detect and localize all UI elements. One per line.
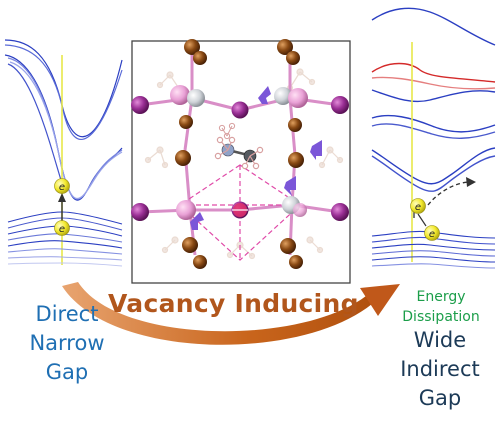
- left-electron-bottom: e: [54, 220, 70, 236]
- vacancy-inducing-arrow: [62, 282, 400, 345]
- right-electron-lower: e: [424, 225, 440, 241]
- left-caption: Direct Narrow Gap: [8, 300, 126, 387]
- energy-caption-line1: Energy: [416, 289, 466, 305]
- dissipation-arrow: [427, 181, 471, 206]
- energy-dissipation-caption: Energy Dissipation: [386, 287, 496, 327]
- displacement-arrows: [190, 86, 322, 230]
- right-caption-line2: Indirect: [400, 357, 480, 381]
- right-caption-line3: Gap: [418, 386, 462, 410]
- right-conduction-bands: [371, 7, 496, 192]
- electron-label: e: [429, 229, 435, 240]
- crystal-structure-panel: [131, 39, 351, 284]
- left-caption-line2: Narrow: [29, 331, 105, 355]
- left-valence-bands: [7, 211, 123, 267]
- organic-cation: [214, 136, 264, 170]
- right-caption-line1: Wide: [413, 328, 467, 352]
- left-electron-top: e: [54, 178, 70, 194]
- left-conduction-bands: [4, 39, 123, 201]
- left-caption-line1: Direct: [35, 302, 99, 326]
- hydrogen-cluster: [218, 122, 236, 140]
- purple-atoms: [131, 96, 349, 221]
- right-electron-upper: e: [410, 198, 426, 214]
- metal-atoms: [170, 85, 308, 220]
- faded-molecules: [144, 68, 344, 260]
- center-caption: Vacancy Inducing: [108, 289, 359, 318]
- energy-caption-line2: Dissipation: [402, 309, 480, 325]
- unit-cell-box: [131, 40, 351, 284]
- left-band-structure: e e: [4, 39, 123, 267]
- brown-atoms: [175, 39, 304, 269]
- right-band-structure: e e: [371, 7, 496, 269]
- left-caption-line3: Gap: [45, 360, 89, 384]
- right-caption: Wide Indirect Gap: [384, 326, 496, 413]
- electron-label: e: [59, 224, 65, 235]
- electron-label: e: [59, 182, 65, 193]
- vacancy-site: [232, 203, 248, 217]
- electron-label: e: [415, 202, 421, 213]
